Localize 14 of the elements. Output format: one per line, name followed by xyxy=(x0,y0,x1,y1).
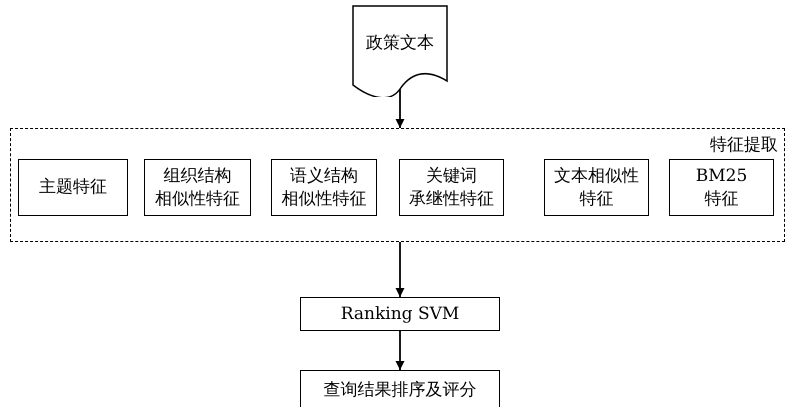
arrow xyxy=(396,242,404,297)
process-box: BM25 特征 xyxy=(669,159,774,216)
process-box: 主题特征 xyxy=(18,159,128,216)
process-box: 关键词承继性特征 xyxy=(399,159,504,216)
process-box: 查询结果排序及评分 xyxy=(300,370,500,407)
arrow xyxy=(396,331,404,370)
process-box: 组织结构相似性特征 xyxy=(144,159,251,216)
group-frame xyxy=(10,128,785,242)
arrow xyxy=(396,89,404,128)
process-box: Ranking SVM xyxy=(300,297,500,331)
group-title: 特征提取 xyxy=(710,134,778,156)
process-box: 文本相似性特征 xyxy=(544,159,649,216)
process-box: 语义结构相似性特征 xyxy=(271,159,377,216)
document-label: 政策文本 xyxy=(365,32,435,54)
